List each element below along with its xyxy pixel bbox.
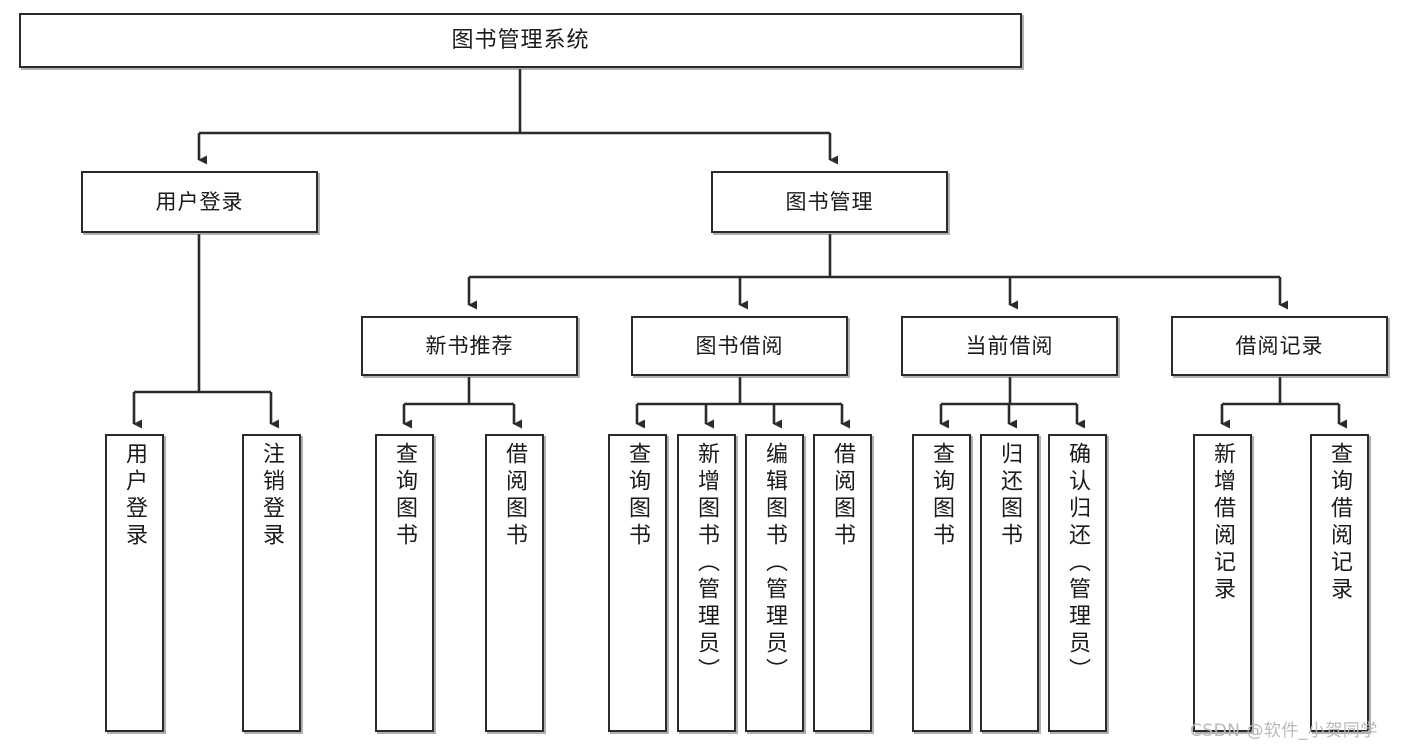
leaf-book-borrow-query[interactable]: 查询图书 <box>608 434 667 732</box>
csdn-watermark: CSDN @软件_小贺同学 <box>1190 721 1378 741</box>
node-borrow-record[interactable]: 借阅记录 <box>1171 316 1388 376</box>
node-root-system[interactable]: 图书管理系统 <box>19 13 1022 68</box>
node-label: 借阅图书 <box>502 442 528 550</box>
leaf-borrow-record-add[interactable]: 新增借阅记录 <box>1193 434 1252 732</box>
node-label: 新增图书（管理员） <box>694 442 720 685</box>
leaf-book-borrow-edit[interactable]: 编辑图书（管理员） <box>745 434 804 732</box>
node-label: 查询图书 <box>392 442 418 550</box>
node-book-borrow[interactable]: 图书借阅 <box>631 316 848 376</box>
node-label: 查询图书 <box>625 442 651 550</box>
node-label: 确认归还（管理员） <box>1065 442 1091 685</box>
node-label: 当前借阅 <box>965 333 1054 358</box>
node-label: 用户登录 <box>122 442 148 550</box>
node-label: 借阅记录 <box>1235 333 1324 358</box>
leaf-borrow-record-query[interactable]: 查询借阅记录 <box>1310 434 1369 732</box>
node-label: 借阅图书 <box>830 442 856 550</box>
leaf-current-borrow-confirm-return[interactable]: 确认归还（管理员） <box>1048 434 1107 732</box>
leaf-current-borrow-query[interactable]: 查询图书 <box>912 434 971 732</box>
leaf-book-borrow-lend[interactable]: 借阅图书 <box>813 434 872 732</box>
leaf-current-borrow-return[interactable]: 归还图书 <box>980 434 1039 732</box>
leaf-user-login-signin[interactable]: 用户登录 <box>105 434 164 732</box>
node-label: 新书推荐 <box>425 333 514 358</box>
node-label: 编辑图书（管理员） <box>762 442 788 685</box>
node-book-management[interactable]: 图书管理 <box>711 171 948 233</box>
node-new-book-recommend[interactable]: 新书推荐 <box>361 316 578 376</box>
leaf-new-book-query[interactable]: 查询图书 <box>375 434 434 732</box>
node-label: 图书管理系统 <box>451 27 590 53</box>
leaf-new-book-borrow[interactable]: 借阅图书 <box>485 434 544 732</box>
node-label: 查询图书 <box>929 442 955 550</box>
node-label: 图书管理 <box>785 189 874 214</box>
node-label: 用户登录 <box>155 189 244 214</box>
leaf-user-login-signout[interactable]: 注销登录 <box>242 434 301 732</box>
node-label: 图书借阅 <box>695 333 784 358</box>
node-current-borrow[interactable]: 当前借阅 <box>901 316 1118 376</box>
node-label: 查询借阅记录 <box>1327 442 1353 604</box>
node-label: 注销登录 <box>259 442 285 550</box>
node-label: 新增借阅记录 <box>1210 442 1236 604</box>
leaf-book-borrow-add[interactable]: 新增图书（管理员） <box>677 434 736 732</box>
node-user-login[interactable]: 用户登录 <box>81 171 318 233</box>
node-label: 归还图书 <box>997 442 1023 550</box>
